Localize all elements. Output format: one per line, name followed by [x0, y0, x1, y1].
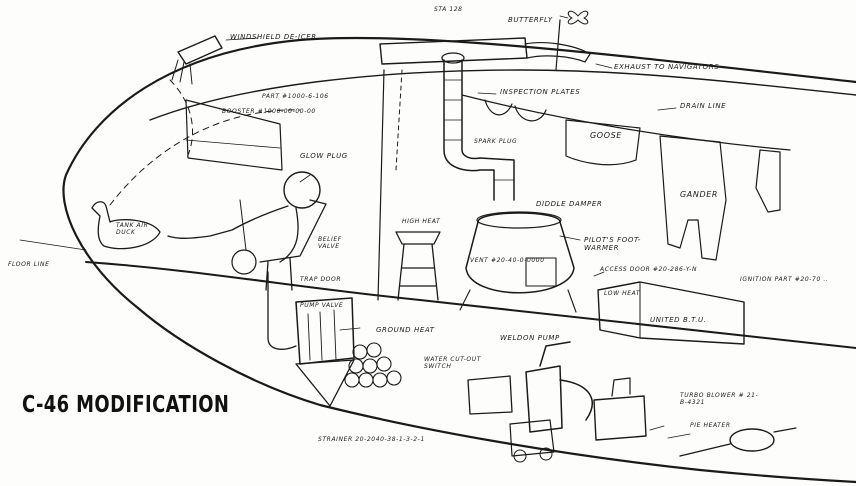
label-ignition: IGNITION PART #20-70 .. — [740, 276, 829, 283]
label-groundheat: GROUND HEAT — [376, 326, 435, 334]
label-cutout: WATER CUT-OUT SWITCH — [424, 356, 481, 370]
stove-pipe — [443, 59, 515, 201]
label-goose: GOOSE — [590, 131, 622, 140]
label-diddle: DIDDLE DAMPER — [536, 200, 603, 208]
label-pilotwarmer: PILOT'S FOOT-WARMER — [584, 236, 641, 252]
fuselage-outline — [62, 36, 856, 484]
label-floorline: FLOOR LINE — [8, 261, 50, 268]
label-waltonpump: WELDON PUMP — [500, 334, 560, 342]
butterfly-icon — [567, 10, 589, 25]
label-booster: BOOSTER #1000-00-00-00 — [222, 108, 316, 115]
label-vent: VENT #20-40-0-0000 — [470, 257, 545, 264]
de-icer-nozzle — [177, 35, 223, 65]
foot-warmer-stove — [465, 212, 575, 294]
high-heat-stool — [395, 231, 441, 301]
pilot-body — [167, 205, 299, 263]
sta-128-marker — [555, 19, 561, 71]
goose-laundry — [565, 119, 641, 166]
upper-structure-line — [149, 69, 856, 121]
bulkhead-left — [377, 69, 385, 301]
label-turbo: TURBO BLOWER # 21-B-4321 — [680, 392, 759, 406]
label-drain: DRAIN LINE — [680, 102, 727, 110]
diagram-title: C-46 MODIFICATION — [22, 392, 230, 418]
label-access: ACCESS DOOR #20-286-Y-N — [600, 266, 698, 273]
pilot-chair — [259, 199, 327, 291]
label-strainer: STRAINER 20-2040-38-1-3-2-1 — [318, 436, 425, 443]
label-inspection: INSPECTION PLATES — [500, 88, 581, 96]
label-trapdoor: TRAP DOOR — [300, 276, 342, 283]
drain-sock — [755, 149, 781, 213]
duck-figure — [91, 201, 161, 250]
pie-heater-pan — [729, 428, 775, 452]
gander-longjohns — [659, 135, 727, 261]
label-exhaust: EXHAUST TO NAVIGATORS — [614, 63, 720, 71]
weldon-pump — [525, 341, 593, 433]
label-spark: SPARK PLUG — [474, 138, 518, 145]
label-beliefvalve: BELIEF VALVE — [318, 236, 342, 250]
label-glowplug: GLOW PLUG — [300, 152, 348, 160]
label-highheat: HIGH HEAT — [402, 218, 441, 225]
label-pieheater: PIE HEATER — [690, 422, 731, 429]
turbo-stove — [593, 395, 647, 441]
label-sta: STA 128 — [434, 6, 463, 13]
ground-heat-logs — [344, 342, 402, 388]
label-united: UNITED B.T.U. — [650, 316, 707, 324]
cockpit-dashed-line — [109, 109, 301, 206]
drain-clothes-line — [461, 94, 791, 151]
pilot-head — [283, 171, 321, 209]
label-windshield: WINDSHIELD DE-ICER — [230, 33, 317, 41]
floor-line — [85, 261, 856, 349]
label-lowheat: LOW HEAT — [604, 290, 641, 297]
cut-out-switch — [467, 375, 513, 415]
label-gander: GANDER — [680, 190, 719, 199]
inspection-plate — [484, 99, 547, 122]
strainer-cone — [295, 359, 355, 407]
label-pumpvalve: PUMP VALVE — [300, 302, 344, 309]
control-wheel — [231, 249, 257, 275]
label-tank: TANK AIR DUCK — [116, 222, 149, 236]
pump-valve-can — [295, 297, 355, 365]
label-part: PART #1000-6-106 — [262, 93, 329, 100]
label-butterfly: BUTTERFLY — [508, 16, 553, 24]
window-dashed-line — [169, 79, 193, 161]
windshield-frame — [185, 99, 283, 171]
